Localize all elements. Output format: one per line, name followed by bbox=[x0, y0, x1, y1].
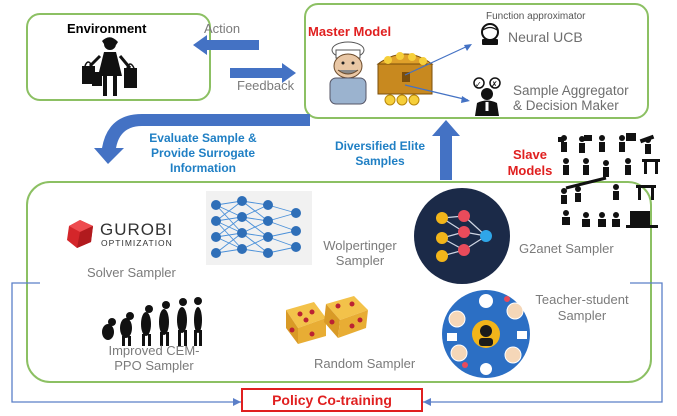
master-inner-arrows bbox=[404, 44, 472, 103]
neural-ucb-label: Neural UCB bbox=[508, 29, 583, 45]
feedback-arrow bbox=[230, 63, 296, 83]
evaluate-arrow bbox=[94, 114, 310, 164]
environment-box bbox=[26, 13, 211, 101]
teacher-student-sampler-label: Teacher-student Sampler bbox=[535, 292, 629, 323]
crystal-ball-icon bbox=[481, 23, 499, 45]
neural-network-icon bbox=[211, 196, 301, 258]
action-arrow bbox=[193, 35, 259, 55]
feedback-label: Feedback bbox=[237, 78, 295, 93]
solver-sampler-label: Solver Sampler bbox=[87, 265, 176, 280]
action-label: Action bbox=[204, 21, 241, 36]
svg-text:✗: ✗ bbox=[491, 80, 498, 89]
g2anet-sampler-label: G2anet Sampler bbox=[519, 241, 614, 256]
master-model-title: Master Model bbox=[308, 24, 392, 39]
diversified-label: Diversified Elite Samples bbox=[334, 139, 426, 168]
gurobi-logo-text: GUROBI bbox=[100, 220, 174, 239]
gurobi-logo-subtext: OPTIMIZATION bbox=[101, 238, 173, 248]
gurobi-cube-icon bbox=[67, 220, 93, 248]
evaluate-label: Evaluate Sample & Provide Surrogate Info… bbox=[149, 131, 257, 175]
svg-text:✓: ✓ bbox=[475, 80, 482, 89]
cem-ppo-sampler-label: Improved CEM- PPO Sampler bbox=[108, 343, 200, 373]
samplers-box bbox=[26, 181, 652, 383]
evolution-silhouettes-icon bbox=[102, 297, 202, 346]
dice-icon bbox=[286, 296, 368, 344]
teacher-student-icon bbox=[442, 290, 530, 378]
sample-aggregator-label: Sample Aggregator & Decision Maker bbox=[513, 83, 629, 114]
shopper-with-bags-icon bbox=[82, 37, 137, 96]
policy-co-training-label: Policy Co-training bbox=[272, 392, 392, 408]
slave-models-title: Slave Models bbox=[507, 147, 553, 178]
decision-maker-icon: ✓ ✗ bbox=[473, 77, 501, 116]
environment-title: Environment bbox=[67, 21, 147, 36]
function-approximator-label: Function approximator bbox=[486, 11, 586, 22]
workers-silhouettes-icon bbox=[558, 133, 660, 228]
diversified-arrow bbox=[432, 120, 460, 180]
chef-with-treasure-icon bbox=[329, 41, 434, 106]
g2anet-network-icon bbox=[414, 188, 510, 284]
wolpertinger-sampler-label: Wolpertinger Sampler bbox=[323, 238, 397, 268]
random-sampler-label: Random Sampler bbox=[314, 356, 416, 371]
policy-co-training-box: Policy Co-training bbox=[241, 388, 423, 412]
